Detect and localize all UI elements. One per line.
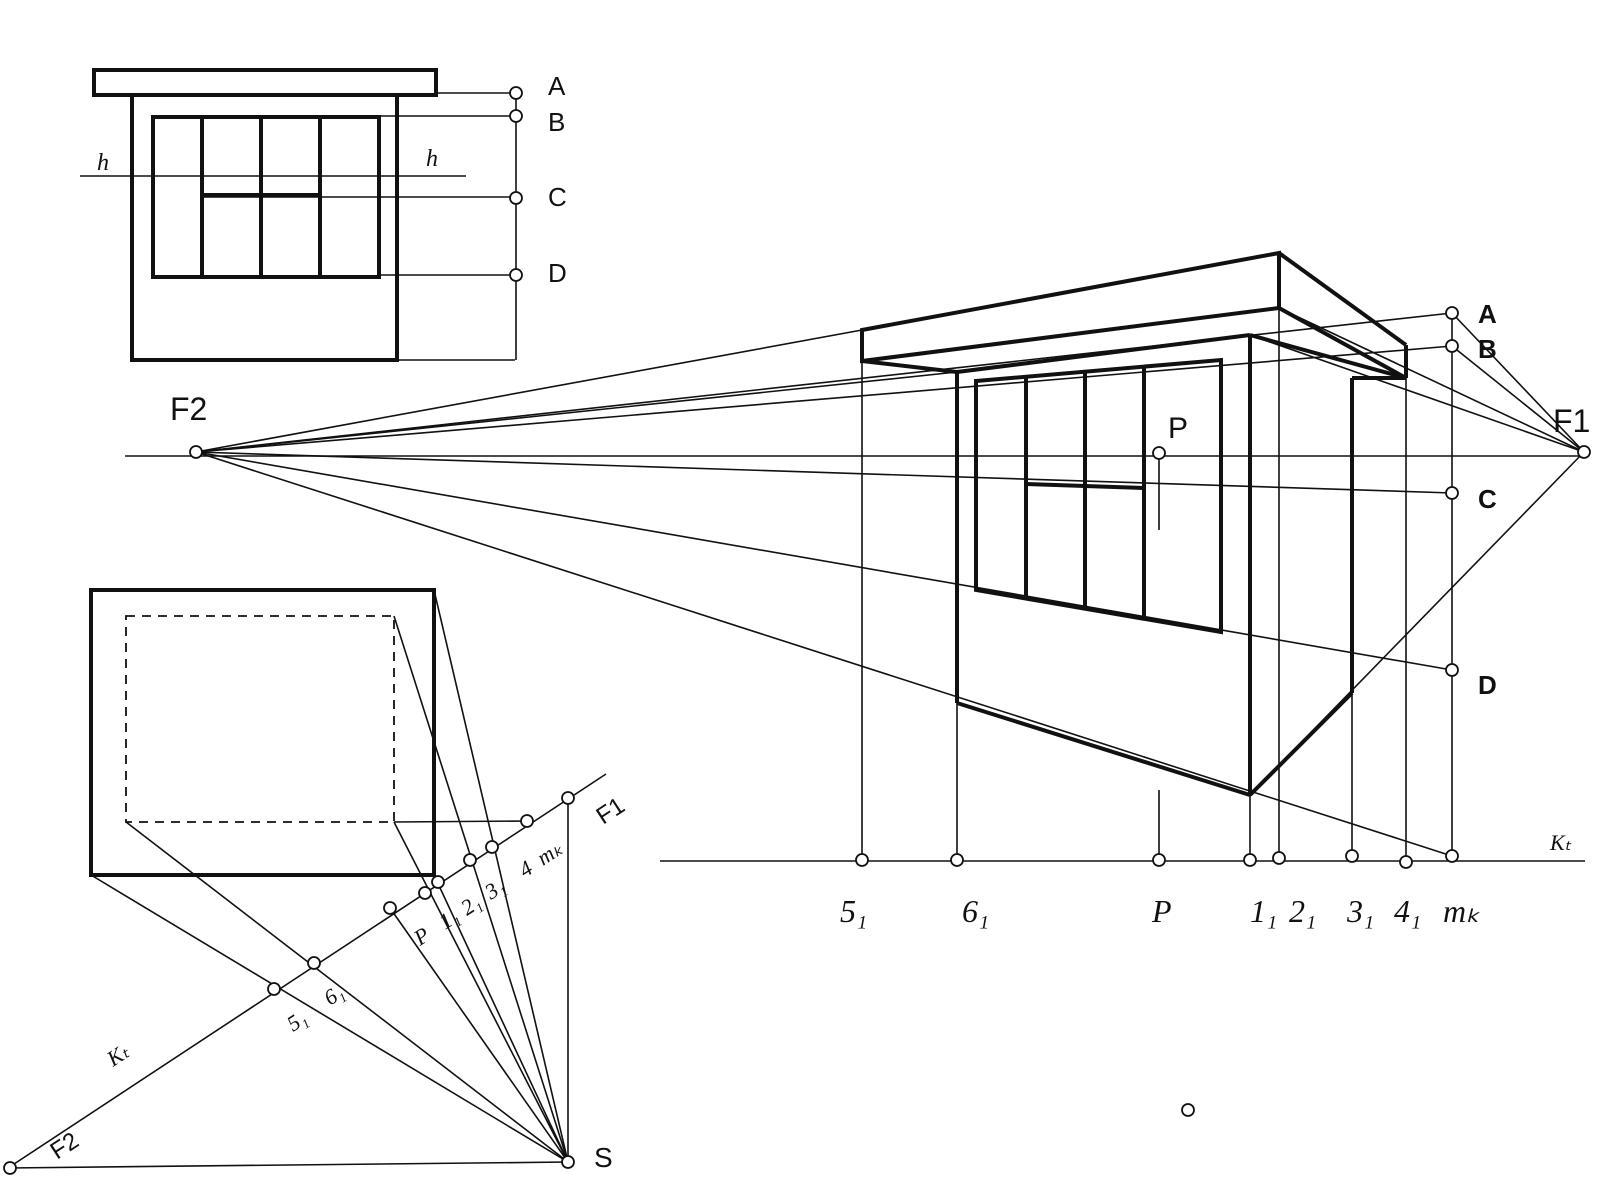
perspective-window bbox=[974, 357, 1223, 635]
plan-label-f2: F2 bbox=[46, 1127, 84, 1165]
label-f2: F2 bbox=[170, 391, 207, 427]
picture-plane-line bbox=[7, 773, 607, 1169]
plan-roof-outline bbox=[125, 615, 395, 823]
ground-label: mₖ bbox=[1443, 893, 1480, 929]
ground-mark-labels: 5₁ 6₁ P 1₁ 2₁ 3₁ 4₁ mₖ bbox=[840, 893, 1480, 929]
label-persp-b: B bbox=[1478, 334, 1497, 364]
perspective-roof bbox=[860, 250, 1408, 380]
plan-point-4 bbox=[485, 840, 499, 854]
label-f1: F1 bbox=[1553, 403, 1590, 439]
elevation-wall bbox=[130, 93, 399, 362]
perspective-walls bbox=[955, 333, 1407, 797]
plan-point-p bbox=[383, 901, 397, 915]
perspective-point-c bbox=[1445, 486, 1459, 500]
plan-view: F1 F2 Kₜ S 5₁ 6₁ P 1₁ 2₁ 3₁ 4 mₖ bbox=[3, 588, 630, 1175]
plan-point-f2 bbox=[3, 1161, 17, 1175]
plan-baseline bbox=[7, 1161, 569, 1169]
plan-mark-label: 6₁ bbox=[319, 979, 348, 1010]
ground-point-5 bbox=[855, 853, 869, 867]
rays-to-f1 bbox=[1249, 307, 1585, 796]
label-p: P bbox=[1168, 412, 1188, 445]
sight-rays bbox=[90, 589, 569, 1163]
station-point-s bbox=[561, 1155, 575, 1169]
plan-point-2 bbox=[431, 875, 445, 889]
perspective-point-d bbox=[1445, 663, 1459, 677]
ground-point-2 bbox=[1272, 851, 1286, 865]
plan-point-5 bbox=[267, 982, 281, 996]
plan-point-1 bbox=[418, 886, 432, 900]
plan-point-m bbox=[520, 814, 534, 828]
plan-building bbox=[89, 588, 436, 877]
plan-mark-label: 4 bbox=[514, 855, 537, 882]
ground-drop-lines bbox=[861, 253, 1453, 862]
plan-mark-labels: 5₁ 6₁ P 1₁ 2₁ 3₁ 4 mₖ bbox=[282, 835, 567, 1036]
plan-mark-label: 5₁ bbox=[282, 1005, 311, 1036]
label-persp-d: D bbox=[1478, 670, 1497, 700]
height-point-a bbox=[509, 86, 523, 100]
label-b: B bbox=[548, 107, 565, 137]
plan-mark-label: 2₁ bbox=[456, 889, 485, 920]
plan-label-s: S bbox=[594, 1142, 613, 1173]
plan-label-kt: Kₜ bbox=[101, 1038, 134, 1071]
ground-label: 4₁ bbox=[1394, 893, 1421, 929]
ground-point-3 bbox=[1345, 849, 1359, 863]
label-persp-c: C bbox=[1478, 484, 1497, 514]
perspective-view: F2 F1 P A B C D Kₜ 5₁ 6₁ P 1₁ 2₁ 3₁ 4₁ m… bbox=[125, 250, 1591, 1117]
ground-point-6 bbox=[950, 853, 964, 867]
elevation-roof bbox=[92, 68, 438, 97]
ground-point-1 bbox=[1243, 853, 1257, 867]
ground-label: 1₁ bbox=[1250, 893, 1277, 929]
vanishing-point-f1 bbox=[1577, 445, 1591, 459]
plan-mark-label: mₖ bbox=[532, 835, 567, 870]
label-kt: Kₜ bbox=[1549, 830, 1572, 855]
label-h-right: h bbox=[426, 146, 438, 172]
ground-point-mk bbox=[1445, 849, 1459, 863]
ground-label: P bbox=[1151, 893, 1172, 929]
vanishing-point-f2 bbox=[189, 445, 203, 459]
ground-point-p bbox=[1152, 853, 1166, 867]
perspective-point-a bbox=[1445, 306, 1459, 320]
plan-mark-label: P bbox=[408, 922, 434, 951]
ground-point-4 bbox=[1399, 855, 1413, 869]
ground-label: 2₁ bbox=[1289, 893, 1316, 929]
plan-label-f1: F1 bbox=[592, 792, 630, 830]
plan-point-3 bbox=[463, 853, 477, 867]
label-c: C bbox=[548, 182, 567, 212]
label-h-left: h bbox=[97, 150, 109, 176]
perspective-point-b bbox=[1445, 339, 1459, 353]
label-a: A bbox=[548, 71, 566, 101]
principal-point bbox=[1152, 446, 1166, 460]
stray-point bbox=[1181, 1103, 1195, 1117]
ground-label: 3₁ bbox=[1346, 893, 1374, 929]
plan-point-f1 bbox=[561, 791, 575, 805]
label-d: D bbox=[548, 258, 567, 288]
height-point-b bbox=[509, 109, 523, 123]
rays-from-f2 bbox=[195, 312, 1453, 857]
label-persp-a: A bbox=[1478, 299, 1497, 329]
ground-label: 5₁ bbox=[840, 893, 867, 929]
height-point-d bbox=[509, 268, 523, 282]
ground-label: 6₁ bbox=[962, 893, 989, 929]
elevation-view: A B C D h h bbox=[80, 68, 567, 362]
plan-point-6 bbox=[307, 956, 321, 970]
height-point-c bbox=[509, 191, 523, 205]
